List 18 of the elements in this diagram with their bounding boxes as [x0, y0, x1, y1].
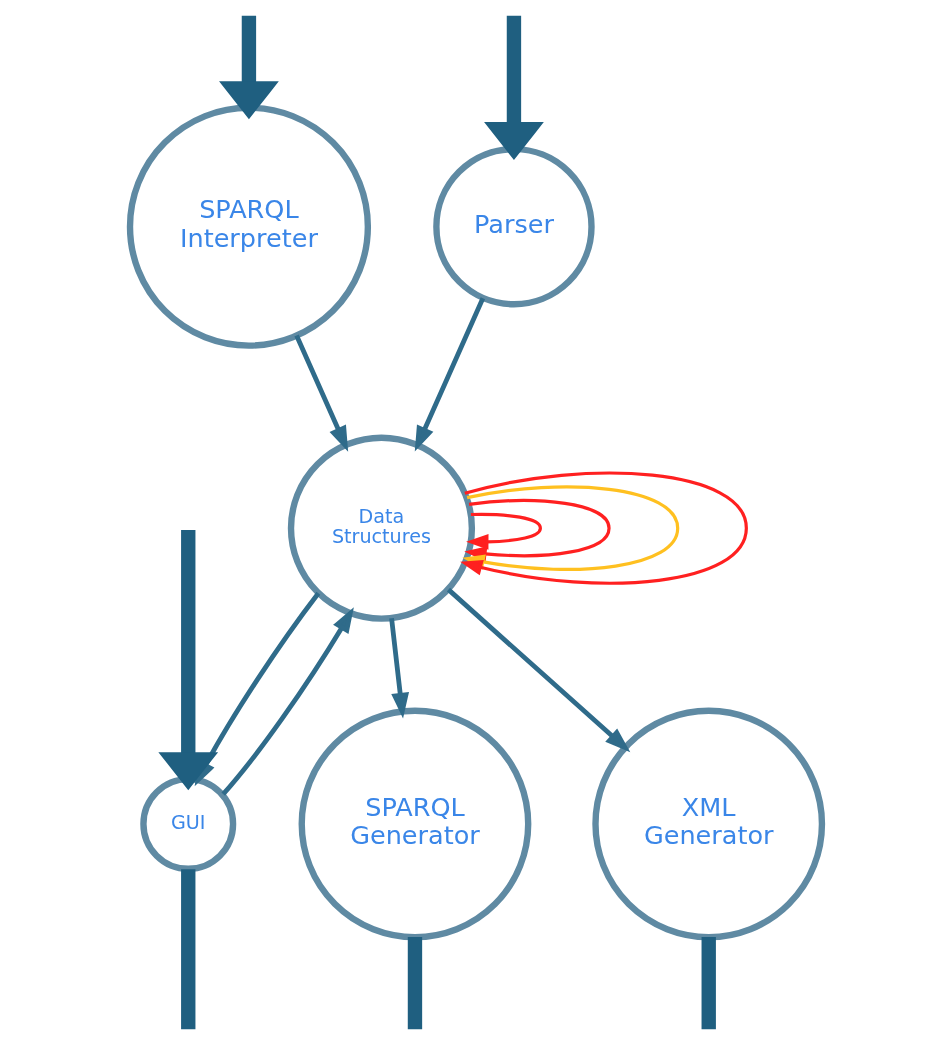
arrow [465, 512, 542, 550]
node-circle: SPARQL Generator [298, 707, 531, 941]
arrow [446, 587, 630, 753]
arrow [218, 15, 279, 120]
arrow [388, 618, 409, 719]
connector [701, 937, 716, 1030]
node-circle: XML Generator [591, 707, 825, 941]
arrow [220, 607, 354, 796]
arrow [414, 297, 485, 452]
arrow [293, 334, 348, 452]
arrow [157, 529, 218, 791]
connector [407, 937, 422, 1030]
node-circle: Parser [432, 145, 595, 308]
arrow [483, 15, 544, 161]
node-circle: SPARQL Interpreter [126, 104, 371, 349]
node-circle: Data Structures [287, 434, 475, 622]
connector [180, 869, 195, 1030]
node-circle: GUI [139, 775, 236, 872]
